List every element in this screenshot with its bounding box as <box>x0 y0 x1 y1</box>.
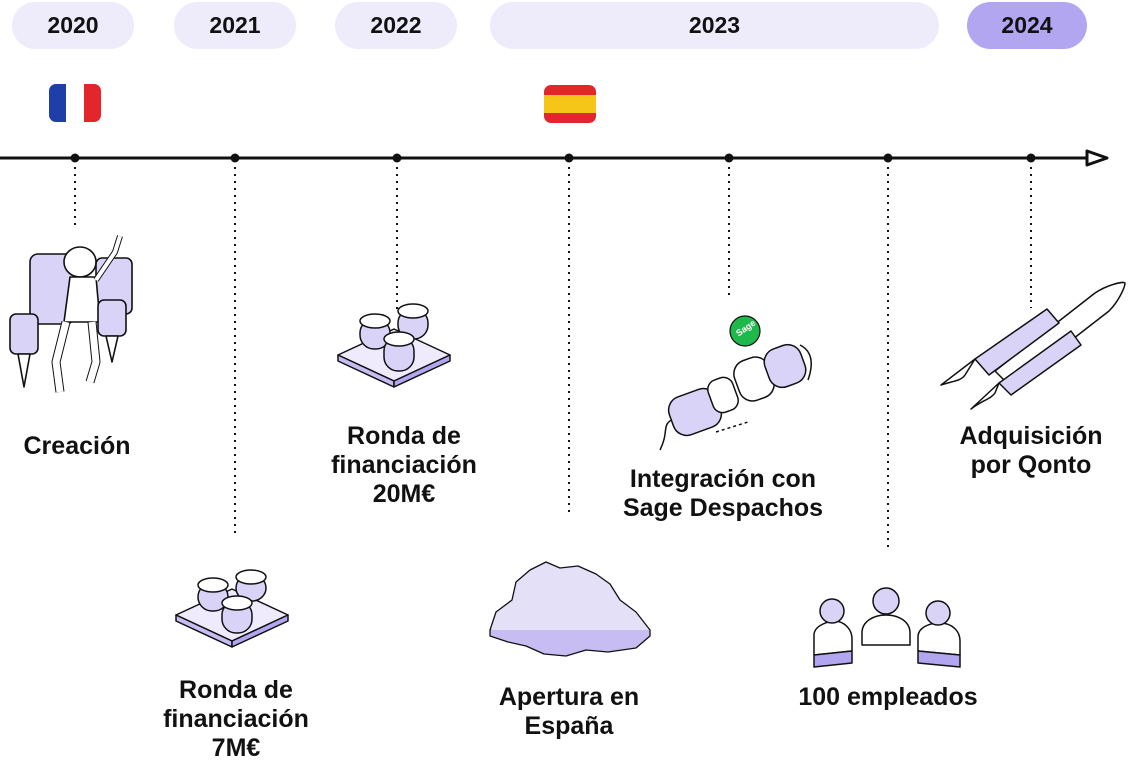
year-label: 2024 <box>1001 12 1053 38</box>
year-pill-2023: 2023 <box>490 2 939 49</box>
cable-connector-icon <box>659 315 812 451</box>
coin-stacks-icon <box>337 303 451 388</box>
spain-map-icon <box>489 561 651 657</box>
rocket-icon <box>940 281 1126 410</box>
people-group-icon <box>813 587 961 668</box>
year-label: 2022 <box>370 12 422 38</box>
year-label: 2021 <box>209 12 261 38</box>
milestone-label-creacion: Creación <box>23 432 131 460</box>
timeline-dot <box>230 153 240 163</box>
year-label: 2023 <box>688 12 741 38</box>
arrow-head-icon <box>1085 149 1109 167</box>
timeline-dot <box>883 153 893 163</box>
timeline-dot <box>724 153 734 163</box>
milestone-label-empleados: 100 empleados <box>798 683 978 711</box>
france-flag-icon <box>49 84 101 122</box>
milestone-label-sage: Integración con Sage Despachos <box>622 465 824 522</box>
year-pill-2021: 2021 <box>174 2 296 49</box>
year-pill-2020: 2020 <box>12 2 134 49</box>
timeline-dot <box>70 153 80 163</box>
milestone-label-ronda-20m: Ronda de financiación 20M€ <box>331 422 477 508</box>
timeline-dot <box>564 153 574 163</box>
milestone-label-espana: Apertura en España <box>498 683 640 740</box>
milestone-label-ronda-7m: Ronda de financiación 7M€ <box>163 676 309 762</box>
year-label: 2020 <box>47 12 99 38</box>
timeline-dot <box>392 153 402 163</box>
year-pill-2022: 2022 <box>335 2 457 49</box>
timeline-dot <box>1026 153 1036 163</box>
sage-badge <box>729 315 761 347</box>
milestone-label-qonto: Adquisición por Qonto <box>959 422 1103 479</box>
coin-stacks-icon <box>175 569 289 648</box>
year-pill-2024: 2024 <box>967 2 1087 49</box>
spain-flag-icon <box>544 85 596 123</box>
jetpack-astronaut-icon <box>9 235 133 393</box>
